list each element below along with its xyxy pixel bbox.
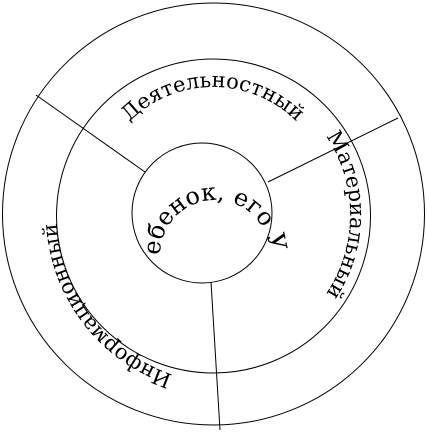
outer-circle: [2, 2, 425, 426]
sector-label-right: Материальный: [322, 126, 370, 304]
center-label-path: Ребенок, его УД: [0, 0, 292, 256]
sector-label-right-path: Материальный: [322, 126, 370, 304]
divider-upper-right: [267, 117, 399, 183]
divider-bottom: [210, 281, 221, 431]
divider-upper-left: [35, 94, 146, 173]
middle-circle: [56, 58, 371, 374]
sector-label-top: Деятельностный: [116, 68, 309, 126]
sector-label-top-path: Деятельностный: [116, 68, 309, 126]
center-label: Ребенок, его УД: [0, 0, 292, 256]
inner-circle: [131, 142, 273, 284]
